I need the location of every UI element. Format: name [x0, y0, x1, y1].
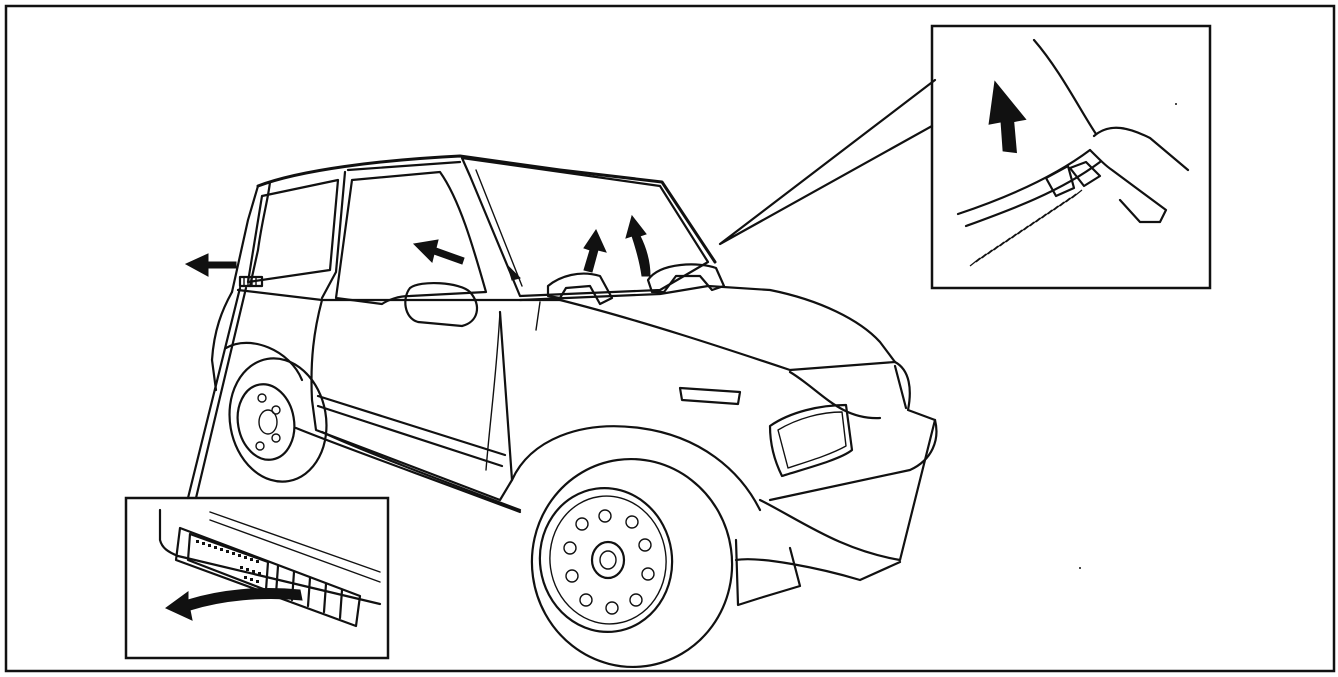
side-mirror: [405, 283, 477, 326]
door-window: [336, 172, 486, 304]
arrow-clip-curve-icon: [626, 216, 650, 276]
rear-wheel: [220, 343, 336, 490]
inset-cowl-clip: [720, 26, 1210, 288]
arrow-clip-up-icon: [584, 230, 606, 272]
inset-vent-frame: [126, 498, 388, 658]
arrow-rear-icon: [186, 254, 236, 276]
front-wheel: [518, 446, 745, 677]
inset-cowl-frame: [932, 26, 1210, 288]
inset-cowl-leader: [720, 80, 935, 244]
side-marker-lamp: [680, 388, 740, 404]
hood: [520, 286, 895, 362]
direction-arrows: [186, 216, 650, 280]
front-bumper: [736, 559, 900, 580]
front-fascia: [770, 362, 936, 500]
cowl-clip-right: [648, 264, 724, 292]
arrow-windshield-icon: [508, 266, 520, 280]
inset-vent-leader: [188, 288, 246, 498]
hard-top-roof: [258, 156, 715, 262]
mud-flap: [736, 540, 800, 605]
door-panel: [311, 300, 512, 500]
arrow-door-icon: [414, 240, 464, 264]
